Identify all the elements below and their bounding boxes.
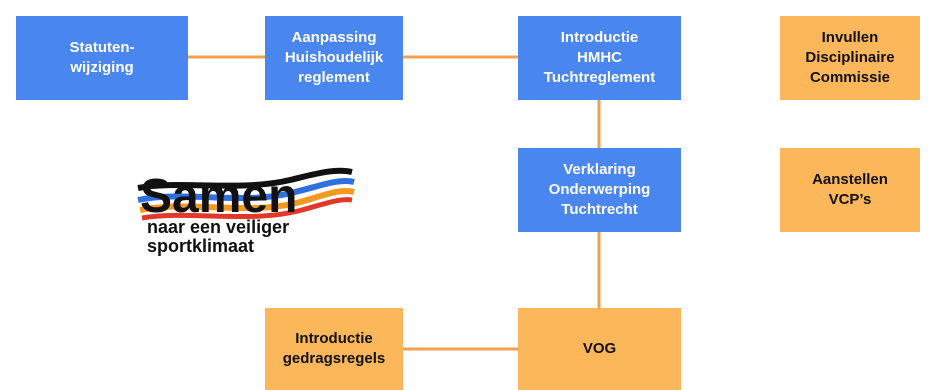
node-aanstellen-vcps: Aanstellen VCP’s bbox=[780, 148, 920, 232]
logo-stripe-red bbox=[141, 197, 353, 221]
node-vog: VOG bbox=[518, 308, 681, 390]
logo-stripe-black bbox=[137, 167, 353, 191]
node-introductie-hmhc-tuchtreglement: Introductie HMHC Tuchtreglement bbox=[518, 16, 681, 100]
node-aanpassing-huishoudelijk-reglement: Aanpassing Huishoudelijk reglement bbox=[265, 16, 403, 100]
node-verklaring-label: Verklaring Onderwerping Tuchtrecht bbox=[548, 161, 651, 218]
node-verklaring-onderwerping-tuchtrecht: Verklaring Onderwerping Tuchtrecht bbox=[518, 148, 681, 232]
node-invullen-label: Invullen Disciplinaire Commissie bbox=[805, 29, 895, 86]
logo-stripe-orange bbox=[139, 188, 355, 213]
node-introductie-hmhc-label: Introductie HMHC Tuchtreglement bbox=[543, 29, 656, 86]
logo-word: Samen bbox=[140, 170, 297, 223]
node-aanpassing-label: Aanpassing Huishoudelijk reglement bbox=[284, 29, 384, 86]
node-gedragsregels-label: Introductie gedragsregels bbox=[282, 330, 386, 367]
logo-stripe-blue bbox=[137, 178, 355, 203]
node-invullen-disciplinaire-commissie: Invullen Disciplinaire Commissie bbox=[780, 16, 920, 100]
logo-tagline: naar een veiliger sportklimaat bbox=[147, 217, 290, 256]
node-aanstellen-label: Aanstellen VCP’s bbox=[812, 171, 888, 208]
samen-logo: Samen bbox=[137, 167, 355, 223]
node-statuten-wijziging: Statuten- wijziging bbox=[16, 16, 188, 100]
node-statuten-label: Statuten- wijziging bbox=[69, 39, 135, 76]
node-vog-label: VOG bbox=[582, 340, 617, 357]
node-introductie-gedragsregels: Introductie gedragsregels bbox=[265, 308, 403, 390]
